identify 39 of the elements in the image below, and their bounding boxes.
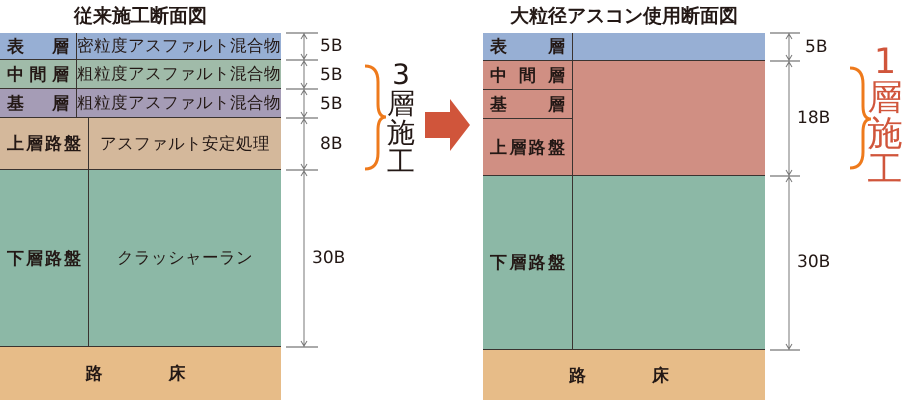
layer-name: 上層路盤	[7, 133, 81, 155]
dimension-label: 30B	[312, 248, 346, 268]
material-label: 密粒度アスファルト混合物	[77, 35, 281, 57]
layer-band	[483, 176, 765, 350]
layer-band	[483, 350, 765, 400]
layer-count-label: 1層施工	[866, 44, 904, 188]
dimension-label: 5B	[805, 37, 828, 57]
layer-band	[0, 170, 281, 347]
material-label: アスファルト安定処理	[99, 132, 271, 154]
layer-count-label: 3層施工	[386, 60, 416, 176]
layer-name: 路床	[86, 363, 186, 385]
dimension-label: 8B	[320, 134, 342, 154]
arrow	[425, 99, 470, 151]
layer-name: 中間層	[7, 64, 69, 86]
layer-band	[0, 60, 281, 89]
material-label: 粗粒度アスファルト混合物	[77, 63, 281, 85]
layer-name: 路床	[569, 364, 669, 386]
layer-band	[483, 33, 765, 61]
layer-name: 基層	[483, 90, 573, 119]
layer-name: 表層	[490, 36, 565, 58]
layer-name: 下層路盤	[7, 248, 81, 270]
dimension-label: 5B	[320, 36, 342, 56]
dimension-label: 18B	[797, 108, 830, 128]
dimension-label: 30B	[797, 252, 830, 272]
layer-name: 基層	[7, 92, 69, 114]
dimension-label: 5B	[320, 94, 342, 114]
section-title: 大粒径アスコン使用断面図	[509, 4, 739, 29]
dimension-label: 5B	[320, 65, 342, 85]
layer-name: 表層	[7, 36, 69, 58]
layer-band	[483, 61, 765, 176]
layer-band	[0, 33, 281, 60]
layer-name: 中間層	[483, 61, 573, 90]
section-title: 従来施工断面図	[72, 4, 208, 29]
layer-band	[0, 118, 281, 170]
layer-band	[0, 347, 281, 400]
material-label: 粗粒度アスファルト混合物	[77, 92, 281, 114]
material-label: クラッシャーラン	[116, 247, 254, 269]
layer-band	[0, 89, 281, 118]
layer-name: 下層路盤	[490, 252, 565, 274]
